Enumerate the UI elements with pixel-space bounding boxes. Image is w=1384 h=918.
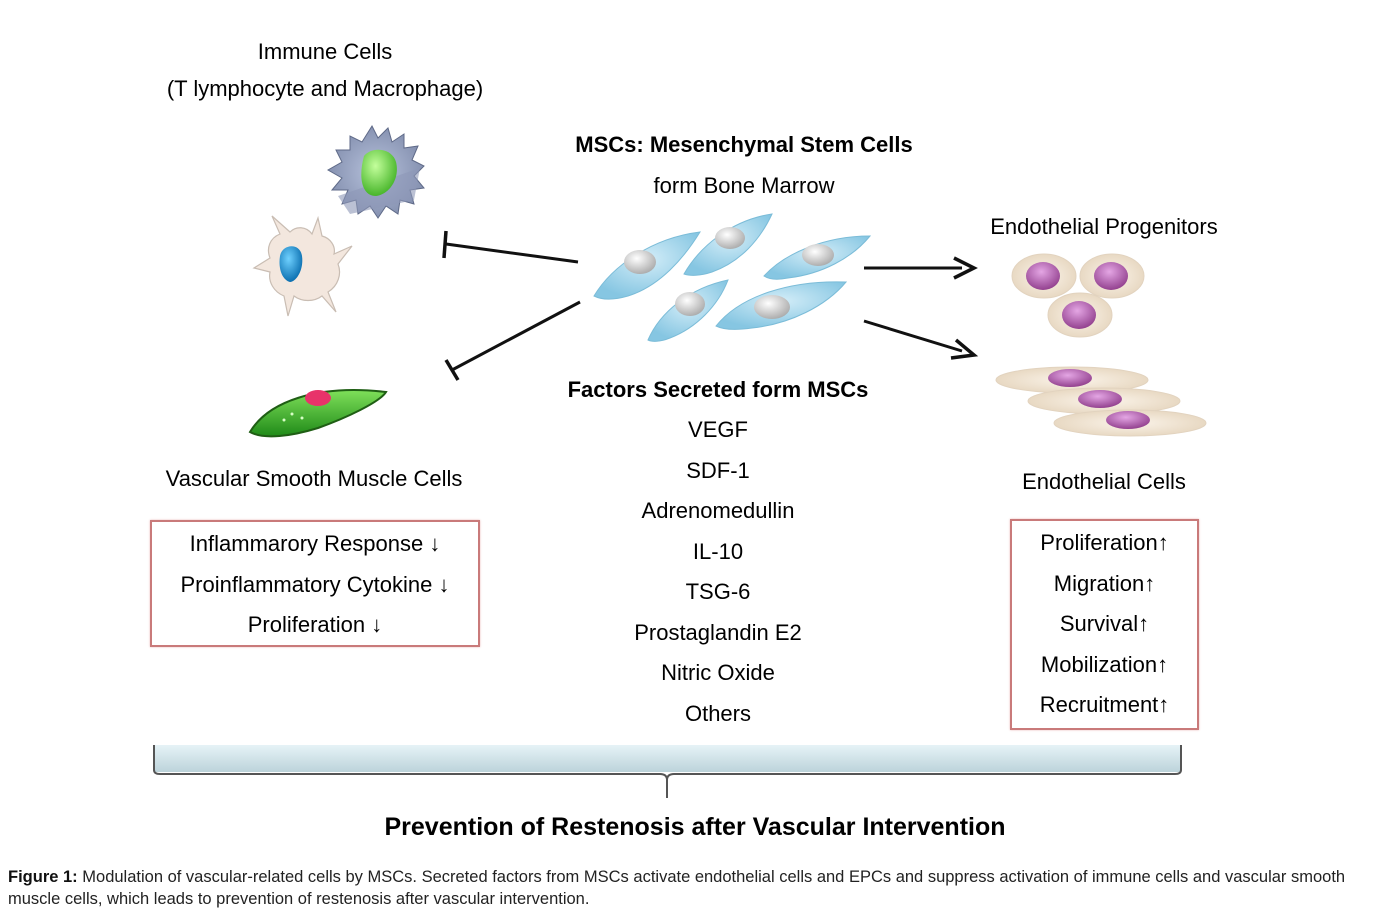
activation-effect: Survival↑	[1059, 611, 1150, 636]
suppression-effect: Proliferation ↓	[247, 612, 383, 637]
suppression-effects-box: Inflammarory Response ↓ Proinflammatory …	[150, 520, 480, 647]
factor-item: Others	[684, 700, 752, 726]
t-lymphocyte-icon	[252, 215, 353, 317]
factor-item: VEGF	[688, 417, 748, 442]
inhibit-arrow-vsmc	[444, 300, 581, 381]
activation-effect: Recruitment↑	[1039, 692, 1170, 717]
msc-cell	[683, 213, 773, 276]
figure-caption: Figure 1: Modulation of vascular-related…	[8, 866, 1380, 910]
msc-cell	[593, 231, 701, 300]
macrophage-icon	[326, 124, 425, 219]
immune-cells-title: Immune Cells	[257, 39, 393, 64]
factor-item: Nitric Oxide	[661, 660, 775, 685]
suppression-effect: Inflammarory Response ↓	[189, 531, 441, 556]
inhibit-arrow-immune	[442, 230, 579, 264]
msc-cell	[647, 279, 729, 342]
msc-title: MSCs: Mesenchymal Stem Cells	[575, 132, 913, 157]
outcome-title: Prevention of Restenosis after Vascular …	[384, 813, 1006, 841]
msc-cell	[763, 235, 872, 280]
activate-arrow-epc	[864, 256, 978, 280]
suppression-effect: Proinflammatory Cytokine ↓	[180, 571, 450, 597]
endothelial-progenitors-icon	[1011, 253, 1145, 338]
msc-subtitle: form Bone Marrow	[653, 173, 835, 198]
factor-item: SDF-1	[686, 457, 750, 483]
figure-caption-text: Modulation of vascular-related cells by …	[8, 868, 1346, 908]
msc-cell	[715, 281, 848, 330]
summary-brace	[153, 745, 1182, 798]
activation-effects-box: Proliferation↑ Migration↑ Survival↑ Mobi…	[1010, 519, 1199, 730]
activation-effect: Proliferation↑	[1040, 530, 1169, 555]
activation-effect: Mobilization↑	[1040, 651, 1169, 677]
endothelial-progenitors-title: Endothelial Progenitors	[990, 214, 1218, 239]
activation-effect: Migration↑	[1053, 570, 1156, 596]
secreted-factors-title: Factors Secreted form MSCs	[567, 377, 869, 402]
factor-item: TSG-6	[685, 579, 751, 604]
activate-arrow-ec	[863, 319, 979, 360]
msc-cells-icon	[593, 213, 872, 342]
factor-item: IL-10	[692, 538, 744, 564]
figure-caption-label: Figure 1:	[8, 868, 78, 886]
factor-item: Prostaglandin E2	[634, 619, 802, 645]
factor-item: Adrenomedullin	[641, 498, 795, 523]
endothelial-cells-title: Endothelial Cells	[1022, 469, 1186, 494]
secreted-factors-list: Factors Secreted form MSCs VEGF SDF-1 Ad…	[568, 377, 869, 734]
immune-cells-subtitle: (T lymphocyte and Macrophage)	[166, 76, 484, 101]
endothelial-cells-icon	[995, 366, 1207, 437]
vsmc-title: Vascular Smooth Muscle Cells	[165, 466, 463, 491]
smooth-muscle-cell-icon	[248, 389, 388, 438]
